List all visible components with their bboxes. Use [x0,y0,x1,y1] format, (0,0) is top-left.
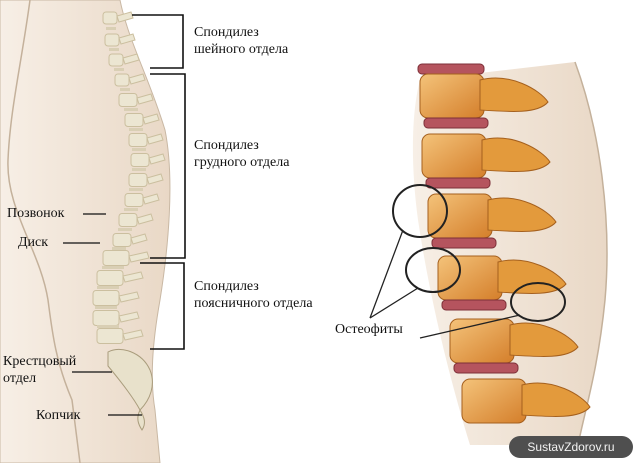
osteophyte-circle-3 [510,282,566,322]
disc-right [441,299,507,311]
disc-left [106,27,116,30]
vertebra-left [108,53,124,67]
bracket-cervical [132,14,184,69]
vertebra-left [92,290,120,306]
disc-left [109,48,119,51]
label-lumbar-line2: поясничного отдела [194,296,313,311]
disc-left [129,188,143,191]
disc-left [124,208,138,211]
spinous-process-left [118,291,140,303]
osteophyte-circle-1 [392,184,448,238]
spinous-process-left [136,213,154,225]
spinous-process-left [146,133,164,145]
disc-left [132,148,146,151]
disc-right [423,117,489,129]
vertebra-left [92,310,120,326]
vertebra-left [118,93,138,107]
vertebra-left [124,193,144,207]
pointer-osteophyte-2 [369,287,419,319]
label-cervical-line2: шейного отдела [194,42,289,57]
vertebra-right [421,133,487,179]
vertebra-left [118,213,138,227]
label-coccyx: Копчик [36,408,81,423]
spinous-process-left [146,173,164,185]
vertebra-left [96,328,124,344]
vertebral-process-right [509,322,579,357]
label-disc: Диск [18,235,49,250]
disc-left [120,88,130,91]
label-vertebra: Позвонок [7,206,65,221]
vertebra-left [114,73,130,87]
vertebral-process-right [481,137,551,172]
vertebra-left [112,233,132,247]
vertebra-left [128,173,148,187]
spinous-process-left [118,33,136,45]
label-sacral: Крестцовый отдел [3,353,76,387]
disc-left [124,108,138,111]
vertebra-left [124,113,144,127]
spinous-process-left [116,11,134,23]
disc-left [97,286,119,289]
disc-left [97,325,119,328]
label-thoracic: Спондилез грудного отдела [194,137,289,171]
disc-right [425,177,491,189]
vertebra-right [419,73,485,119]
disc-left [129,128,143,131]
spine-left [92,11,166,344]
spinous-process-left [122,271,144,283]
vertebra-left [130,153,150,167]
bracket-thoracic [150,73,186,259]
disc-right [431,237,497,249]
disc-left [118,228,132,231]
label-osteophytes: Остеофиты [335,322,403,337]
vertebra-right [461,378,527,424]
spinous-process-left [122,329,144,341]
vertebra-right [449,318,515,364]
label-lumbar: Спондилез поясничного отдела [194,278,313,312]
vertebra-left [104,33,120,47]
spinous-process-left [136,93,154,105]
label-lumbar-line1: Спондилез [194,279,259,294]
disc-left [95,306,117,309]
disc-left [132,168,146,171]
spinous-process-left [148,153,166,165]
vertebra-left [96,270,124,286]
disc-left [114,68,124,71]
vertebral-process-right [487,197,557,232]
bracket-lumbar [140,262,185,350]
sacrum [107,348,153,411]
vertebral-process-right [521,382,591,417]
osteophyte-circle-2 [405,247,461,293]
pointer-osteophyte-1 [369,229,404,319]
vertebra-left [128,133,148,147]
pointer-osteophyte-3 [419,314,521,339]
label-cervical: Спондилез шейного отдела [194,24,288,58]
vertebral-process-right [479,77,549,112]
spinous-process-left [142,193,160,205]
disc-right-top [417,63,485,75]
spinous-process-left [122,53,140,65]
vertebra-right [437,255,503,301]
disc-left [112,247,126,250]
spine-right [417,63,591,424]
disc-right [453,362,519,374]
spinous-process-left [118,311,140,323]
spinous-process-left [128,73,146,85]
vertebra-left [102,11,118,25]
spinous-process-left [130,233,148,245]
label-sacral-line2: отдел [3,371,37,386]
label-sacral-line1: Крестцовый [3,354,77,369]
spinous-process-left [142,113,160,125]
vertebra-left [102,250,130,266]
disc-left [102,266,124,269]
label-thoracic-line2: грудного отдела [194,155,290,170]
label-thoracic-line1: Спондилез [194,138,259,153]
watermark-badge: SustavZdorov.ru [509,436,633,458]
spinous-process-left [128,251,150,263]
label-cervical-line1: Спондилез [194,25,259,40]
back-contour [7,0,81,463]
